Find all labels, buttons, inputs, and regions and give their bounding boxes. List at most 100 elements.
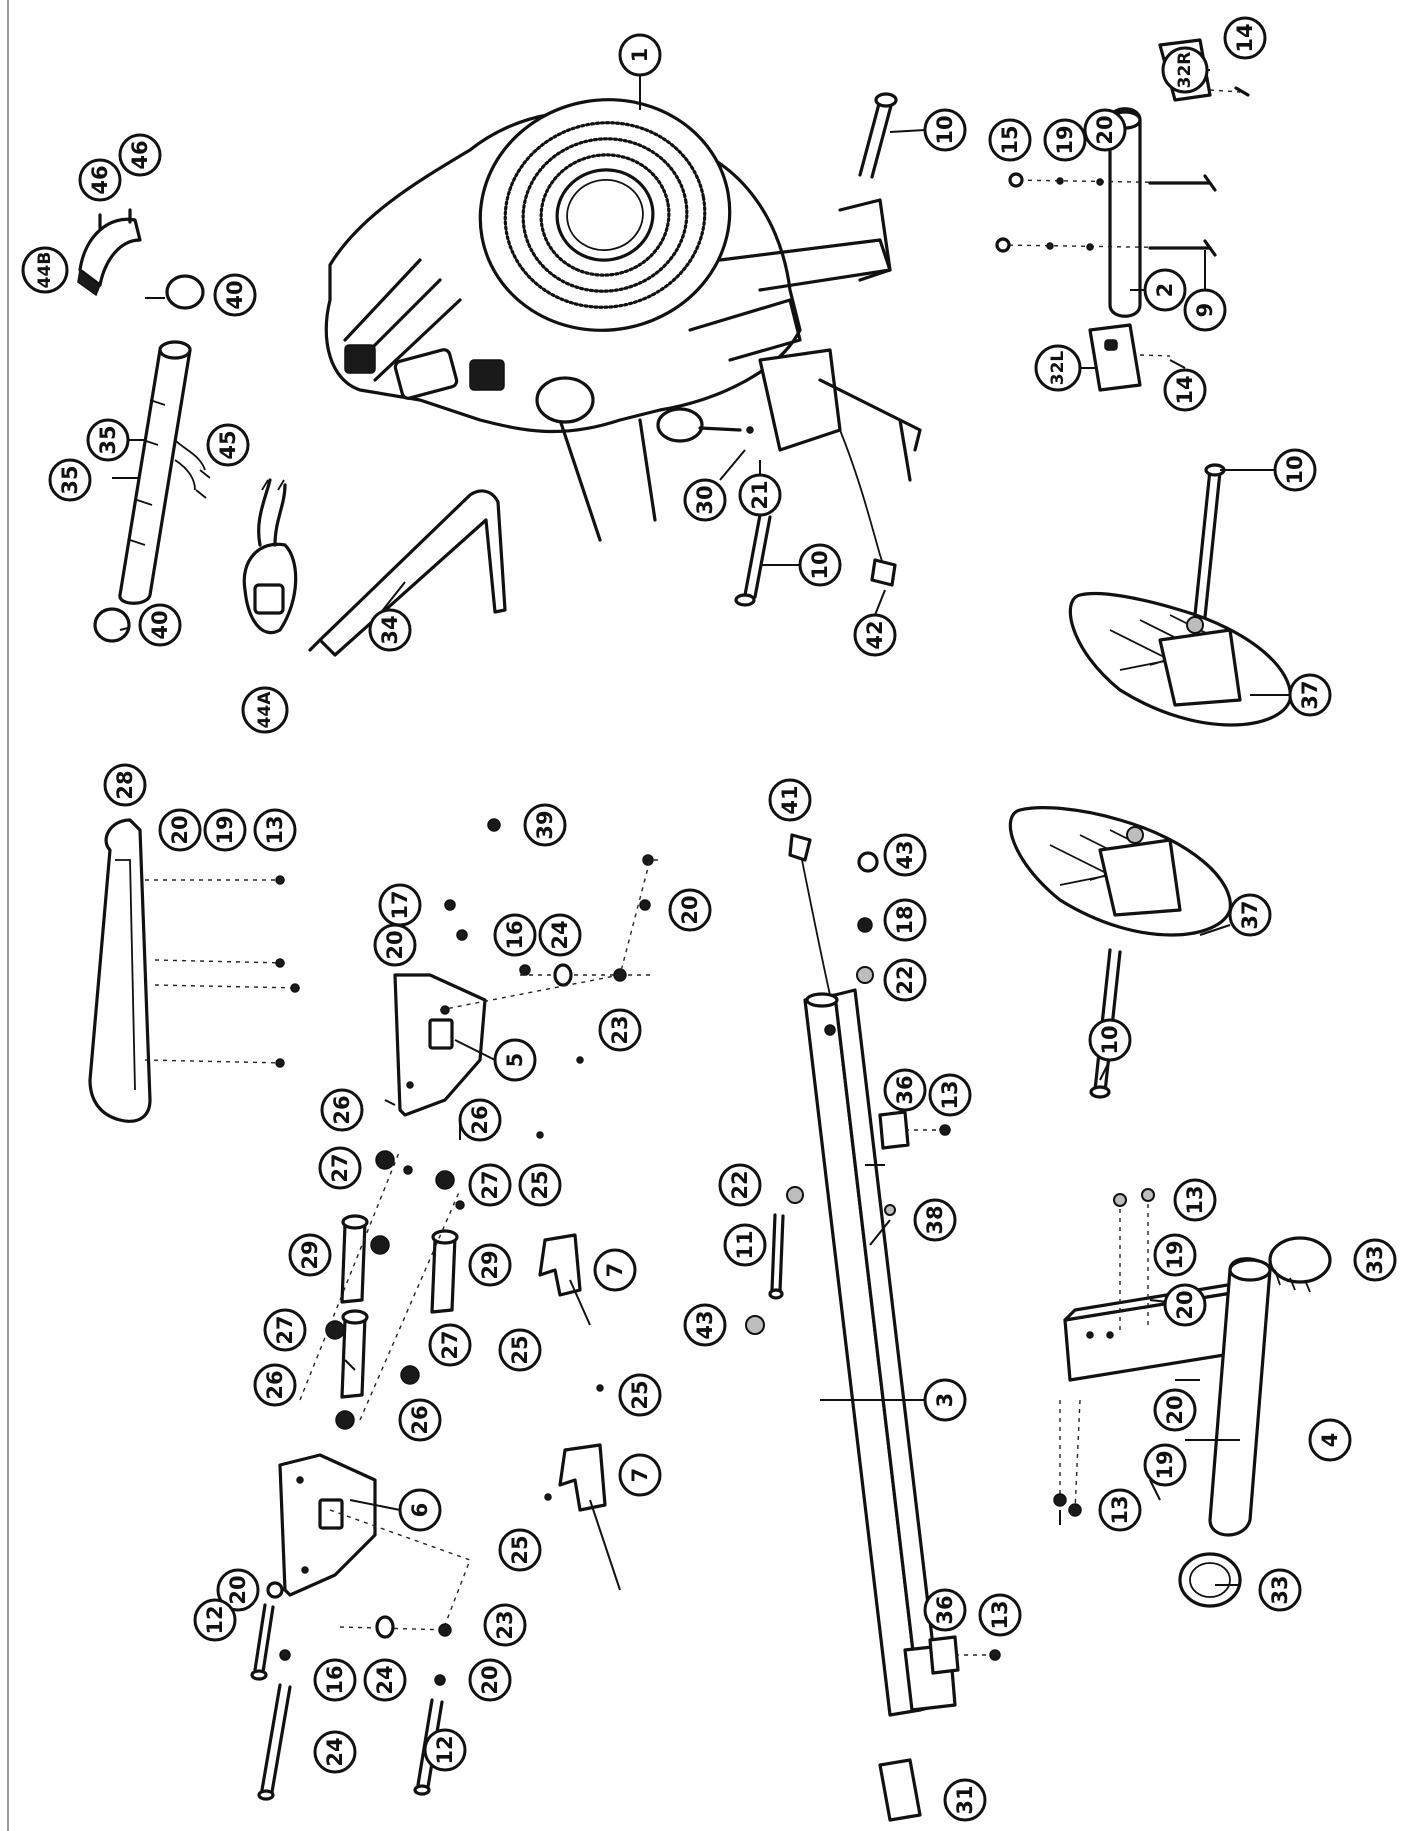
part-32L-end-cap: [1088, 323, 1142, 392]
callout-19b-label: 19: [213, 815, 237, 844]
callout-33a: 33: [1353, 1238, 1397, 1282]
callout-27d-label: 27: [438, 1330, 462, 1359]
callout-46b-label: 46: [128, 140, 152, 169]
callout-30: 30: [683, 478, 727, 522]
callout-13b: 13: [928, 1073, 972, 1117]
callout-13a: 13: [253, 808, 297, 852]
callout-41-label: 41: [778, 785, 802, 814]
callout-13c-label: 13: [1183, 1185, 1207, 1214]
callout-16b: 16: [313, 1658, 357, 1702]
callout-22b: 22: [718, 1163, 762, 1207]
callout-23b-label: 23: [493, 1610, 517, 1639]
callout-29b-label: 29: [478, 1250, 502, 1279]
callout-25a: 25: [518, 1163, 562, 1207]
callout-27d: 27: [428, 1323, 472, 1367]
part-28-seat-cover: [88, 818, 152, 1123]
callout-42: 42: [853, 613, 897, 657]
callout-13a-label: 13: [263, 815, 287, 844]
part-5-bracket-plate: [393, 973, 487, 1117]
callout-10-label: 10: [933, 115, 957, 144]
callout-27b-label: 27: [478, 1170, 502, 1199]
callout-27c: 27: [263, 1308, 307, 1352]
callout-26b: 26: [458, 1098, 502, 1142]
callout-17: 17: [378, 883, 422, 927]
callout-1-label: 1: [628, 48, 652, 63]
callout-16b-label: 16: [323, 1665, 347, 1694]
part-36-bumper-lower: [928, 1635, 1001, 1675]
part-44A-cover: [242, 478, 298, 635]
callout-20d: 20: [668, 888, 712, 932]
fasteners-6: [266, 1509, 471, 1686]
callout-18: 18: [883, 898, 927, 942]
callout-39-label: 39: [533, 810, 557, 839]
callout-10d-label: 10: [1098, 1025, 1122, 1054]
callout-20d-label: 20: [678, 895, 702, 924]
callout-9: 9: [1183, 288, 1227, 332]
callout-19b: 19: [203, 808, 247, 852]
callout-26d: 26: [398, 1398, 442, 1442]
part-39-nut: [487, 818, 501, 832]
callout-41: 41: [768, 778, 812, 822]
callout-26d-label: 26: [408, 1405, 432, 1434]
callout-13e: 13: [978, 1593, 1022, 1637]
part-4-rear-stabilizer: [1063, 1257, 1272, 1537]
callout-31-label: 31: [953, 1785, 977, 1814]
callout-22b-label: 22: [728, 1170, 752, 1199]
callout-33b: 33: [1258, 1568, 1302, 1612]
callout-21-label: 21: [748, 480, 772, 509]
bushings-and-washers: [299, 1149, 465, 1430]
part-1-main-housing: [324, 98, 922, 542]
callout-20h: 20: [468, 1658, 512, 1702]
callout-25c-label: 25: [628, 1380, 652, 1409]
callout-13d: 13: [1098, 1488, 1142, 1532]
callout-45-label: 45: [216, 430, 240, 459]
callout-29a-label: 29: [298, 1240, 322, 1269]
callout-25b-label: 25: [508, 1335, 532, 1364]
callout-40b: 40: [138, 603, 182, 647]
callout-12b: 12: [423, 1728, 467, 1772]
callout-44B-label: 44B: [35, 252, 55, 289]
callout-37a-label: 37: [1298, 680, 1322, 709]
part-12-bolt-upper: [250, 1603, 275, 1681]
callout-3: 3: [923, 1378, 967, 1422]
callout-23a-label: 23: [608, 1015, 632, 1044]
callout-20c: 20: [373, 923, 417, 967]
part-42-cable: [839, 429, 886, 571]
part-10-bolt-top: [858, 92, 898, 179]
callout-19d-label: 19: [1153, 1450, 1177, 1479]
callout-37b: 37: [1228, 893, 1272, 937]
callout-20f: 20: [1153, 1388, 1197, 1432]
callout-20: 20: [1083, 108, 1127, 152]
callout-30-label: 30: [693, 485, 717, 514]
callout-10d: 10: [1088, 1018, 1132, 1062]
callout-4: 4: [1308, 1418, 1352, 1462]
part-3-main-beam: [803, 988, 957, 1717]
callout-44A: 44A: [241, 686, 289, 734]
part-36-bumper-upper: [878, 1110, 951, 1150]
callout-32R-label: 32R: [1175, 52, 1195, 89]
callout-25a-label: 25: [528, 1170, 552, 1199]
callout-20g: 20: [216, 1568, 260, 1612]
callout-39: 39: [523, 803, 567, 847]
callout-24a: 24: [538, 913, 582, 957]
part-6-bracket-plate: [278, 1453, 377, 1597]
part-10-bolt-pedal-right: [1193, 463, 1226, 619]
callout-43b: 43: [683, 1303, 727, 1347]
part-10-bolt-left: [734, 513, 772, 607]
callout-34: 34: [368, 608, 412, 652]
callout-10c: 10: [1273, 448, 1317, 492]
callout-6-label: 6: [408, 1503, 432, 1518]
callout-43a-label: 43: [893, 840, 917, 869]
callout-26c-label: 26: [263, 1370, 287, 1399]
callout-10b: 10: [798, 543, 842, 587]
part-44B-cover: [77, 217, 142, 297]
callout-19d: 19: [1143, 1443, 1187, 1487]
callout-11-label: 11: [733, 1230, 757, 1259]
callout-7a: 7: [593, 1248, 637, 1292]
part-43-cap-lower: [745, 1315, 765, 1335]
callout-16a-label: 16: [503, 920, 527, 949]
fasteners-4: [1053, 1188, 1155, 1517]
part-15-nuts: [995, 172, 1024, 253]
callout-44A-label: 44A: [255, 691, 275, 729]
callout-32R: 32R: [1161, 46, 1209, 94]
